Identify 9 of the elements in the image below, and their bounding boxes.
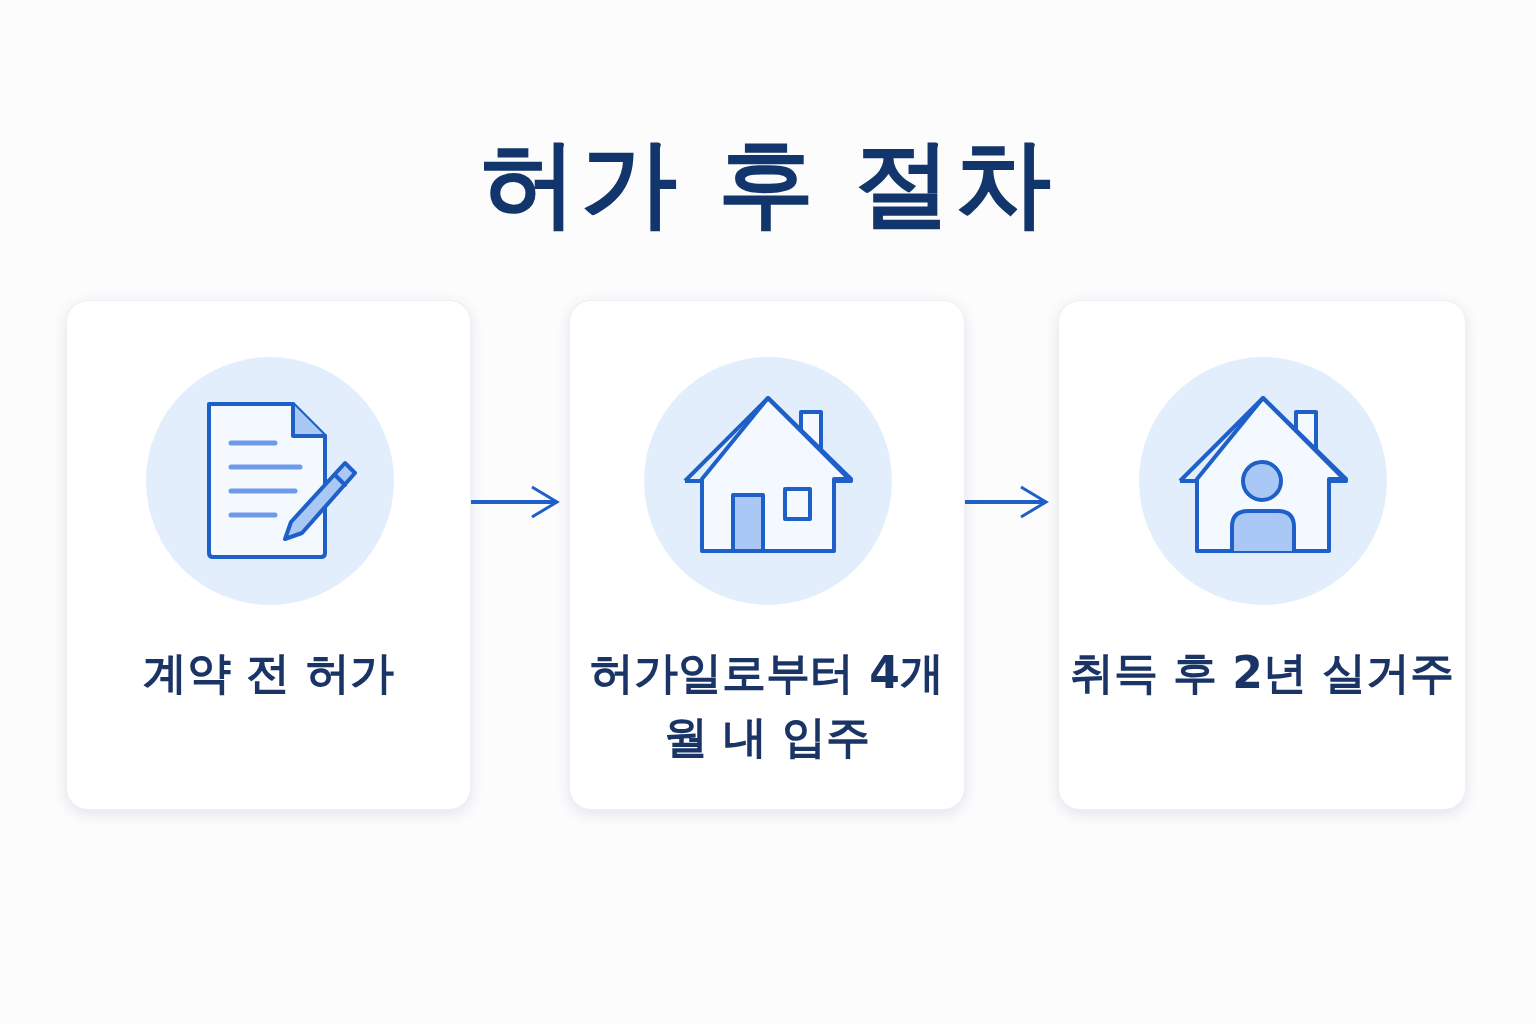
step-label: 허가일로부터 4개월 내 입주 xyxy=(590,647,944,762)
step-label: 계약 전 허가 xyxy=(143,647,394,698)
step-card xyxy=(569,300,965,810)
step-card xyxy=(1058,300,1466,810)
arrow xyxy=(965,485,1048,519)
step-label: 취득 후 2년 실거주 xyxy=(1069,647,1455,698)
arrow xyxy=(471,485,559,519)
title: 허가 후 절차 xyxy=(480,127,1056,239)
step-card xyxy=(66,300,471,810)
